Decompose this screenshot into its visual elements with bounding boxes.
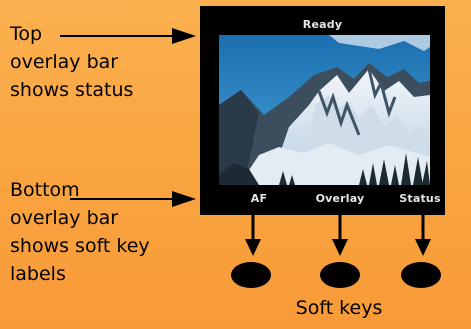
softkey-button-af[interactable] (231, 262, 271, 288)
softkey-arrow-af-head (245, 239, 261, 256)
camera-display: Ready (200, 6, 445, 215)
top-callout-arrowhead (172, 28, 196, 44)
live-view-photo (219, 35, 430, 185)
softkey-label-overlay: Overlay (315, 192, 365, 205)
softkey-arrow-overlay-head (332, 239, 348, 256)
bottom-callout-arrowhead (172, 191, 196, 207)
status-readout: Ready (302, 18, 343, 31)
softkey-button-status[interactable] (401, 262, 441, 288)
softkeys-caption: Soft keys (295, 297, 383, 319)
softkey-button-overlay[interactable] (320, 262, 360, 288)
top-overlay-callout: Top overlay bar shows status (10, 23, 134, 101)
bottom-overlay-callout: Bottom overlay bar shows soft key labels (10, 179, 150, 285)
mountain-scene (219, 35, 430, 185)
softkey-label-af: AF (250, 192, 268, 205)
softkey-arrow-status-head (415, 239, 431, 256)
softkey-label-status: Status (399, 192, 441, 205)
